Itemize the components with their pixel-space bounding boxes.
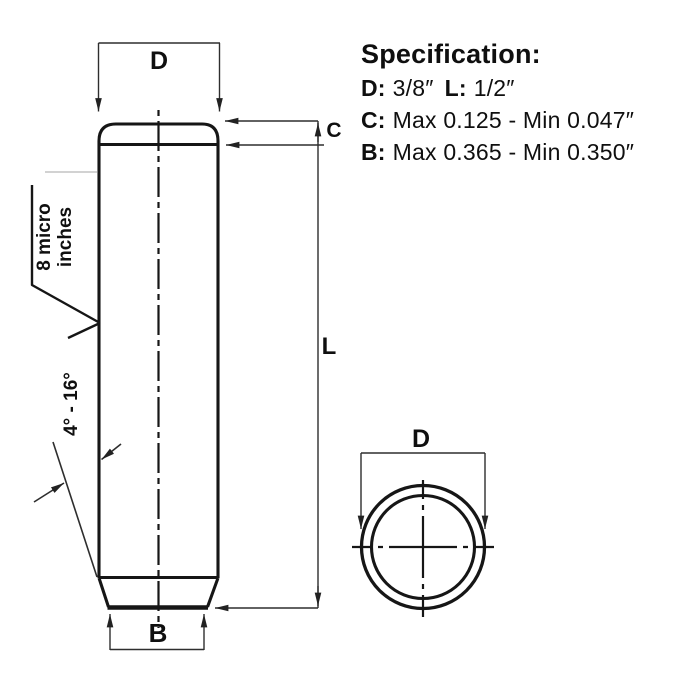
side-view bbox=[30, 42, 324, 651]
spec-b-label: B: bbox=[361, 139, 386, 165]
dim-overall-length bbox=[214, 121, 322, 612]
dim-label-d-end-view: D bbox=[411, 425, 431, 453]
dim-label-l: L bbox=[321, 333, 337, 360]
spec-l-label: L: bbox=[444, 75, 467, 101]
dim-label-b: B bbox=[148, 618, 168, 648]
spec-line-c: C:Max 0.125 - Min 0.047″ bbox=[361, 104, 696, 136]
spec-d-label: D: bbox=[361, 75, 386, 101]
surface-finish-label-line1: 8 micro bbox=[34, 203, 55, 271]
specification-heading: Specification: bbox=[361, 39, 541, 69]
spec-b-value: Max 0.365 - Min 0.350″ bbox=[392, 139, 635, 165]
surface-finish-label: 8 micro inches bbox=[34, 197, 78, 277]
end-view-centerlines bbox=[352, 480, 494, 617]
specification-block: Specification: D:3/8″ L:1/2″ C:Max 0.125 … bbox=[361, 38, 696, 168]
pin-side-outline bbox=[97, 122, 220, 578]
spec-l-value: 1/2″ bbox=[473, 75, 515, 101]
surface-finish-label-line2: inches bbox=[55, 206, 76, 268]
dim-chamfer-height bbox=[224, 117, 324, 149]
spec-line-d-l: D:3/8″ L:1/2″ bbox=[361, 72, 696, 104]
dim-label-c: C bbox=[326, 119, 342, 142]
taper-leader-line bbox=[52, 441, 98, 578]
dim-bottom-diameter bbox=[106, 613, 208, 651]
dim-end-view-diameter bbox=[357, 452, 489, 530]
dim-top-diameter bbox=[95, 42, 223, 112]
pin-bottom-taper bbox=[97, 577, 220, 608]
taper-arrow-right bbox=[101, 443, 122, 461]
spec-line-b: B:Max 0.365 - Min 0.350″ bbox=[361, 136, 696, 168]
taper-angle-label: 4° - 16° bbox=[61, 372, 82, 436]
end-view bbox=[352, 452, 494, 617]
surface-finish-symbol bbox=[30, 185, 101, 340]
spec-d-value: 3/8″ bbox=[392, 75, 434, 101]
dim-label-d-side: D bbox=[149, 47, 169, 75]
taper-arrow-left bbox=[33, 482, 65, 503]
spec-c-label: C: bbox=[361, 107, 386, 133]
taper-angle-leader bbox=[33, 441, 122, 578]
spec-c-value: Max 0.125 - Min 0.047″ bbox=[392, 107, 635, 133]
